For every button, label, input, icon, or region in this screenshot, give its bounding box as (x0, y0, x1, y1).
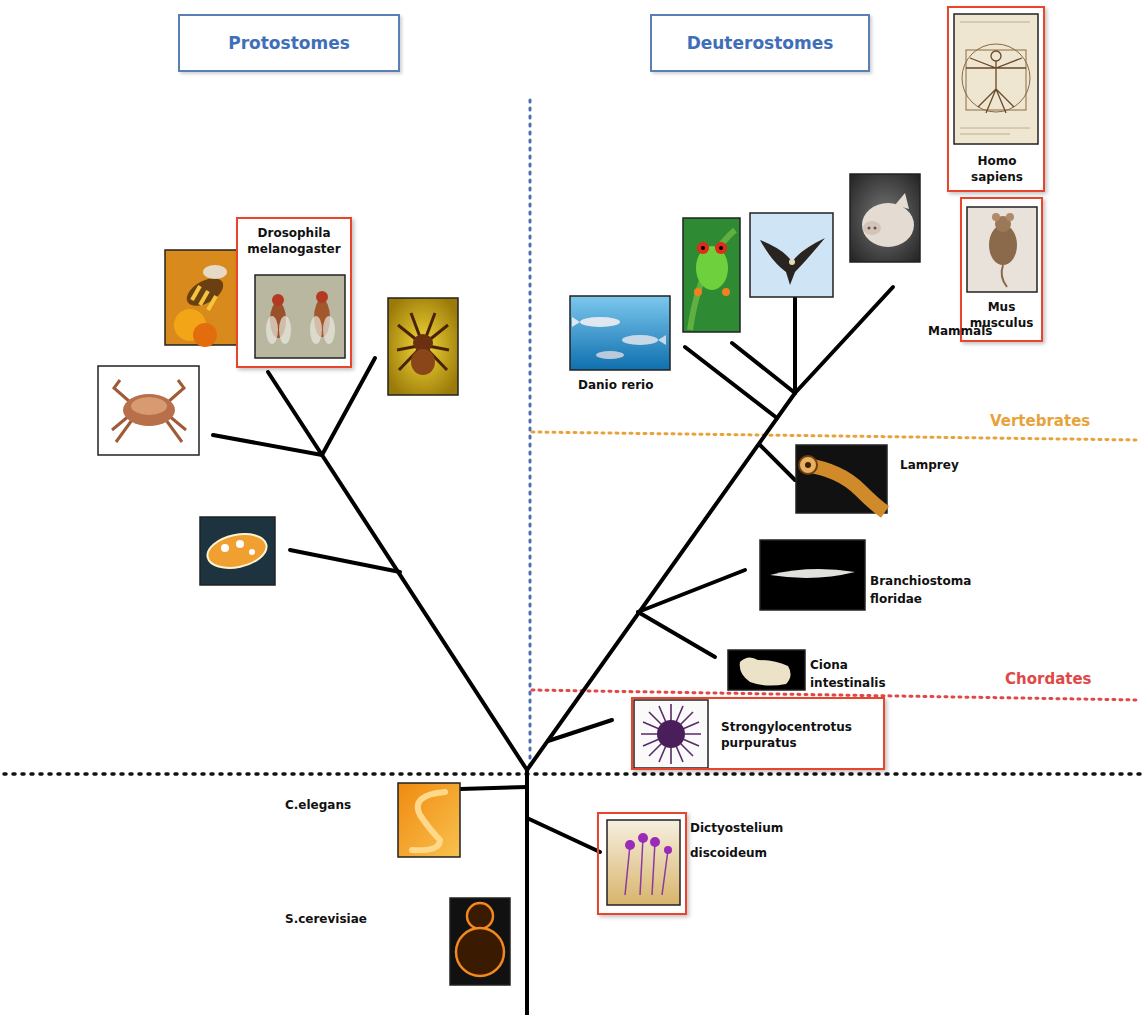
model-organism-box: Homo sapiens (947, 6, 1045, 192)
species-name: Dictyostelium discoideum (690, 816, 795, 866)
species-label: S.cerevisiae (285, 910, 395, 928)
model-organism-box: Drosophila melanogaster (236, 217, 352, 368)
clade-label: Mammals (928, 322, 1008, 340)
header-text: Deuterostomes (687, 33, 834, 53)
species-label: Danio rerio (578, 376, 678, 394)
species-name: Drosophila melanogaster (242, 225, 346, 257)
species-label: Ciona intestinalis (810, 656, 900, 692)
clade-header: Protostomes (178, 14, 400, 72)
species-name: Strongylocentrotus purpuratus (721, 719, 881, 751)
model-organism-box: Dictyostelium discoideum (597, 812, 797, 915)
model-organism-box: Mus musculus (960, 197, 1043, 342)
model-organism-box: Strongylocentrotus purpuratus (631, 697, 885, 770)
species-label: C.elegans (285, 796, 385, 814)
header-text: Protostomes (228, 33, 350, 53)
species-label: Lamprey (900, 456, 980, 474)
specimen-frame (597, 812, 687, 915)
group-label: Vertebrates (990, 410, 1130, 433)
group-label: Chordates (1005, 668, 1135, 691)
clade-header: Deuterostomes (650, 14, 870, 72)
species-label: Branchiostoma floridae (870, 572, 975, 608)
species-name: Homo sapiens (959, 153, 1035, 185)
